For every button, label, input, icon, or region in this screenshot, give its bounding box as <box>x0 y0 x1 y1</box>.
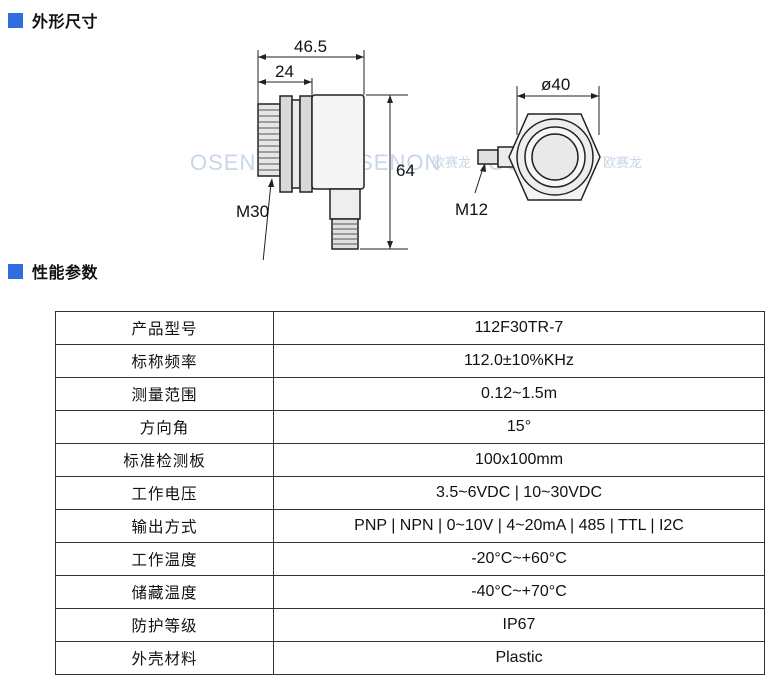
sensor-side-view <box>257 94 365 250</box>
section-header-performance: 性能参数 <box>8 259 98 283</box>
dimension-arrows <box>480 93 599 172</box>
dim-flange-label: 24 <box>275 62 294 81</box>
table-row: 工作温度-20°C~+60°C <box>55 542 765 576</box>
watermark-cn-text: 欧赛龙 <box>432 155 471 171</box>
thread-main-label: M30 <box>236 202 269 221</box>
thread-connector-label: M12 <box>455 200 488 219</box>
spec-label: 输出方式 <box>55 509 274 543</box>
table-row: 储藏温度-40°C~+70°C <box>55 575 765 609</box>
spec-value: Plastic <box>273 641 765 675</box>
spec-value: 3.5~6VDC | 10~30VDC <box>273 476 765 510</box>
spec-value: 0.12~1.5m <box>273 377 765 411</box>
spec-label: 标准检测板 <box>55 443 274 477</box>
sensor-front-view <box>477 113 601 201</box>
dim-total-width-label: 46.5 <box>294 37 327 56</box>
spec-label: 测量范围 <box>55 377 274 411</box>
dim-height-label: 64 <box>396 161 415 180</box>
spec-value: IP67 <box>273 608 765 642</box>
dimension-lines-side <box>257 50 408 260</box>
spec-label: 产品型号 <box>55 311 274 345</box>
watermark-cn-text: 欧赛龙 <box>603 155 642 171</box>
spec-label: 标称频率 <box>55 344 274 378</box>
spec-label: 外壳材料 <box>55 641 274 675</box>
section-marker-icon <box>8 12 23 28</box>
spec-value: 15° <box>273 410 765 444</box>
spec-value: -40°C~+70°C <box>273 575 765 609</box>
dimension-arrows <box>258 54 393 249</box>
spec-value: 112F30TR-7 <box>273 311 765 345</box>
spec-value: 112.0±10%KHz <box>273 344 765 378</box>
dimension-drawing: OSENON 欧赛龙 OSENON 欧赛龙 OSENON 欧赛龙 <box>190 37 642 260</box>
spec-value: 100x100mm <box>273 443 765 477</box>
section-header-dimensions: 外形尺寸 <box>8 8 98 32</box>
section-title-dimensions: 外形尺寸 <box>32 12 99 31</box>
section-marker-icon <box>8 263 23 279</box>
spec-label: 方向角 <box>55 410 274 444</box>
dim-diameter-label: ø40 <box>541 75 570 94</box>
spec-label: 工作电压 <box>55 476 274 510</box>
spec-label: 储藏温度 <box>55 575 274 609</box>
dimension-lines-front <box>474 86 600 194</box>
spec-label: 防护等级 <box>55 608 274 642</box>
spec-value: -20°C~+60°C <box>273 542 765 576</box>
spec-value: PNP | NPN | 0~10V | 4~20mA | 485 | TTL |… <box>273 509 765 543</box>
section-title-performance: 性能参数 <box>32 263 99 282</box>
spec-label: 工作温度 <box>55 542 274 576</box>
